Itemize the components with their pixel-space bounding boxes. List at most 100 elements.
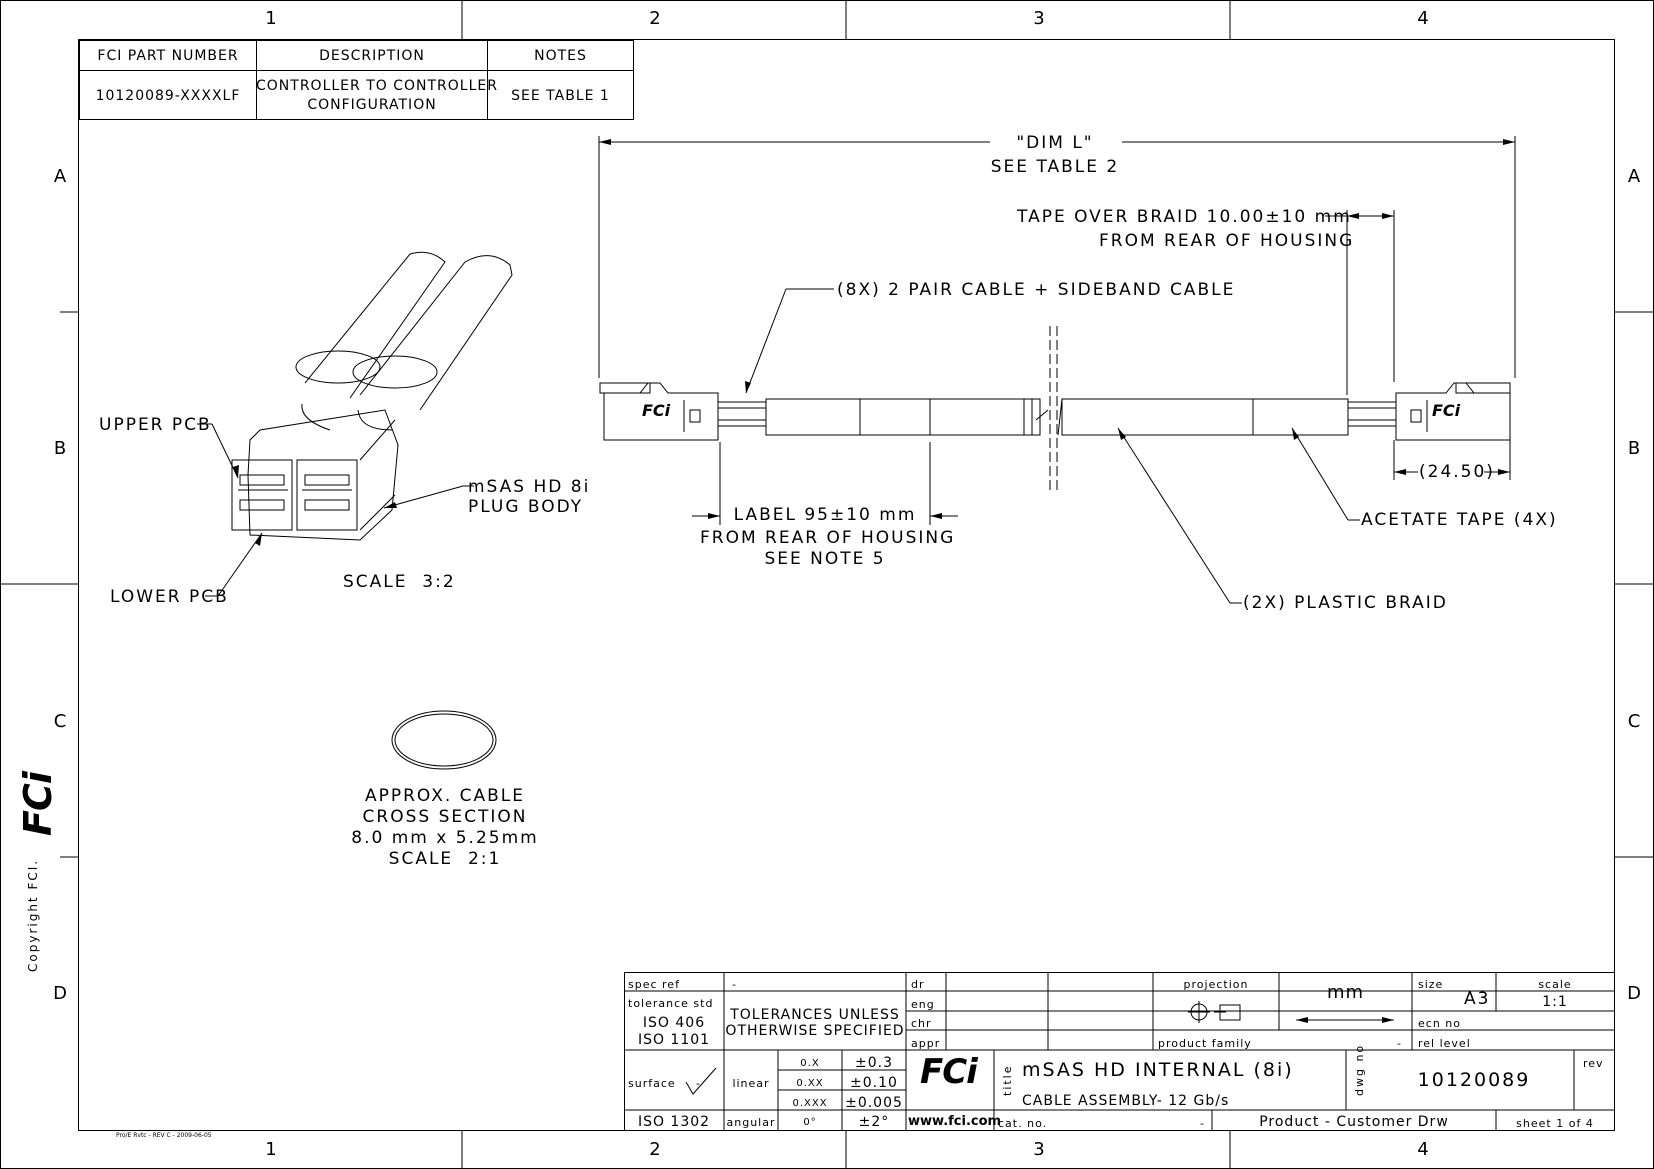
label-dim-line3: SEE NOTE 5 [764,549,886,569]
cat-no-label: cat. no. [998,1117,1048,1130]
description-line2: CONFIGURATION [307,97,437,113]
cross-section-line2: CROSS SECTION [362,807,528,827]
product-family-label: product family [1158,1037,1252,1050]
tol-xx-label: 0.XX [796,1078,824,1089]
ecn-no-label: ecn no [1418,1017,1461,1030]
fci-website: www.fci.com [908,1114,1002,1129]
spec-ref-label: spec ref [628,978,680,991]
lower-pcb-label: LOWER PCB [110,587,229,607]
surface-label: surface [628,1077,676,1090]
tolerances-line1: TOLERANCES UNLESS [730,1007,900,1023]
dwg-number: 10120089 [1417,1069,1531,1091]
notes-value: SEE TABLE 1 [511,88,610,104]
linear-label: linear [732,1077,770,1090]
product-family-value: - [1397,1037,1402,1050]
part-table-cell-notes [487,70,634,120]
footer-note: Pro/E Rvtc - REV C - 2009-06-05 [116,1132,212,1139]
dim-l-label: "DIM L" [1016,133,1094,153]
grid-row-a-right: A [1627,166,1641,187]
drawing-title-line1: mSAS HD INTERNAL (8i) [1022,1059,1294,1081]
tolerances-line2: OTHERWISE SPECIFIED [725,1023,905,1039]
tape-from-rear-label: FROM REAR OF HOUSING [1099,231,1355,251]
part-number-value: 10120089-XXXXLF [95,88,241,104]
tol-deg-label: 0° [803,1117,817,1128]
inner-frame [78,39,1615,1131]
grid-col-1-bottom: 1 [265,1139,277,1160]
scale-value: 1:1 [1542,994,1568,1010]
grid-col-3-bottom: 3 [1033,1139,1045,1160]
spec-ref-value: - [732,978,737,991]
title-block-frame [624,972,1615,1131]
plug-body-line1: mSAS HD 8i [468,477,591,497]
grid-row-d-right: D [1627,983,1641,1004]
grid-col-2-bottom: 2 [649,1139,661,1160]
tol-xxx-value: ±0.005 [845,1095,903,1111]
chr-label: chr [911,1017,932,1030]
label-dim-line1: LABEL 95±10 mm [733,505,917,525]
iso-1302: ISO 1302 [637,1114,711,1130]
pair-cable-label: (8X) 2 PAIR CABLE + SIDEBAND CABLE [837,280,1236,300]
rev-label: rev [1583,1057,1604,1070]
tol-deg-value: ±2° [858,1114,890,1130]
drawing-title-line2: CABLE ASSEMBLY- 12 Gb/s [1022,1093,1230,1109]
right-connector-logo: FCi [1432,401,1461,420]
projection-label: projection [1183,978,1249,991]
cable-cross-section [391,710,497,770]
plug-body-line2: PLUG BODY [468,497,584,517]
copyright-text: Copyright FCI. [26,858,40,972]
side-fci-logo: FCi [16,772,60,836]
plastic-braid-label: (2X) PLASTIC BRAID [1243,593,1448,613]
angular-label: angular [726,1116,776,1129]
rel-level-label: rel level [1418,1037,1471,1050]
tol-xxx-label: 0.XXX [792,1098,828,1109]
grid-row-c-left: C [53,711,67,732]
appr-label: appr [911,1037,941,1050]
iso-406: ISO 406 [642,1015,706,1031]
plug-3d-view [231,251,513,541]
grid-col-2-top: 2 [649,8,661,29]
grid-col-4-top: 4 [1417,8,1429,29]
tape-over-braid-label: TAPE OVER BRAID 10.00±10 mm [1017,207,1352,227]
eng-label: eng [911,998,935,1011]
header-description: DESCRIPTION [319,48,425,64]
grid-row-b-right: B [1627,438,1641,459]
title-label: title [1001,1064,1014,1096]
grid-row-d-left: D [53,983,67,1004]
size-value: A3 [1464,989,1491,1009]
cross-section-line1: APPROX. CABLE [364,786,526,806]
grid-row-b-left: B [53,438,67,459]
see-table-2-label: SEE TABLE 2 [990,157,1120,177]
tol-x-label: 0.X [800,1058,820,1069]
tol-xx-value: ±0.10 [850,1075,898,1091]
header-notes: NOTES [534,48,587,64]
surface-value: - [696,1077,701,1090]
grid-col-4-bottom: 4 [1417,1139,1429,1160]
iso-1101: ISO 1101 [637,1032,711,1048]
title-block-fci-logo: FCi [920,1052,978,1092]
dwg-no-label: dwg no [1353,1043,1366,1096]
product-customer-drw: Product - Customer Drw [1259,1114,1449,1130]
size-label: size [1418,978,1444,991]
grid-row-a-left: A [53,166,67,187]
grid-col-1-top: 1 [265,8,277,29]
scale-label: scale [1538,978,1572,991]
cross-section-line4: SCALE 2:1 [388,849,502,869]
grid-col-3-top: 3 [1033,8,1045,29]
acetate-tape-label: ACETATE TAPE (4X) [1361,510,1558,530]
upper-pcb-label: UPPER PCB [99,415,212,435]
tolerance-std-label: tolerance std [628,997,714,1010]
header-part-number: FCI PART NUMBER [97,48,239,64]
units-label: mm [1326,982,1365,1003]
dr-label: dr [911,978,925,991]
cross-section-line3: 8.0 mm x 5.25mm [351,828,539,848]
cat-no-value: - [1200,1117,1205,1130]
description-line1: CONTROLLER TO CONTROLLER [256,78,498,94]
sheet-number: sheet 1 of 4 [1516,1117,1594,1130]
label-dim-line2: FROM REAR OF HOUSING [700,528,956,548]
scale-3-2-label: SCALE 3:2 [343,572,456,592]
grid-row-c-right: C [1627,711,1641,732]
dim-24-50-label: (24.50) [1419,462,1495,482]
tol-x-value: ±0.3 [855,1055,893,1071]
left-connector-logo: FCi [642,401,671,420]
